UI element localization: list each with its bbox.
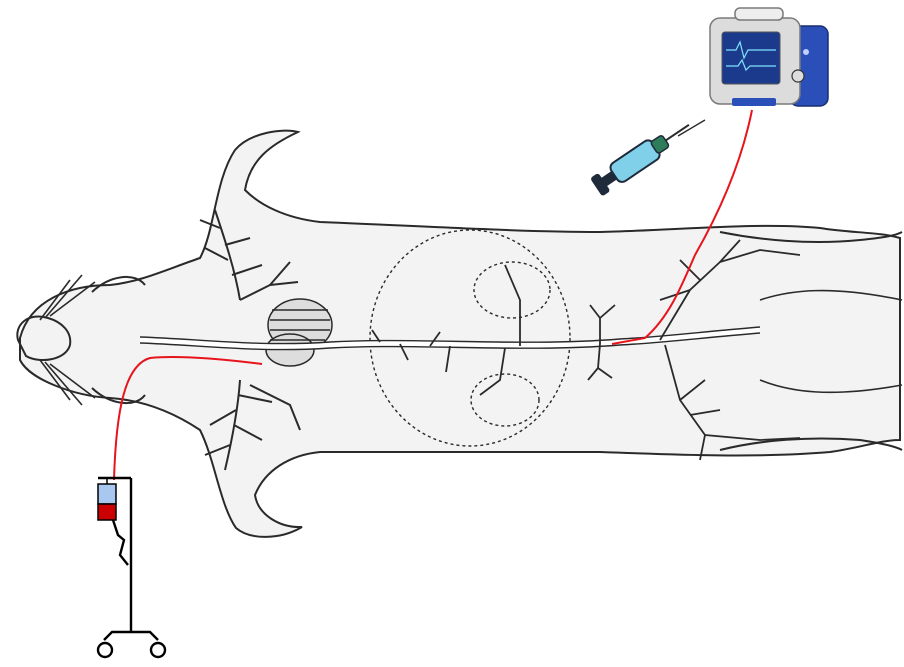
rat-anatomy-outline-icon xyxy=(17,131,902,537)
bag-blood xyxy=(98,504,116,520)
syringe-connector-line xyxy=(678,120,705,136)
iv-wheel-left xyxy=(98,643,112,657)
monitor-button xyxy=(803,49,809,55)
bag-top xyxy=(98,484,116,504)
blood-bag-icon xyxy=(98,478,116,520)
iv-hanging-line xyxy=(113,520,128,565)
iv-wheel-right xyxy=(151,643,165,657)
monitor-handle xyxy=(735,8,783,20)
monitor-screen xyxy=(722,32,780,84)
iv-base xyxy=(104,632,158,640)
monitor-base xyxy=(732,98,776,106)
syringe-icon xyxy=(590,116,695,197)
monitor-knob xyxy=(792,70,804,82)
patient-monitor-icon xyxy=(710,8,828,106)
syringe-needle xyxy=(666,125,689,141)
rat-body-outline xyxy=(20,131,900,537)
